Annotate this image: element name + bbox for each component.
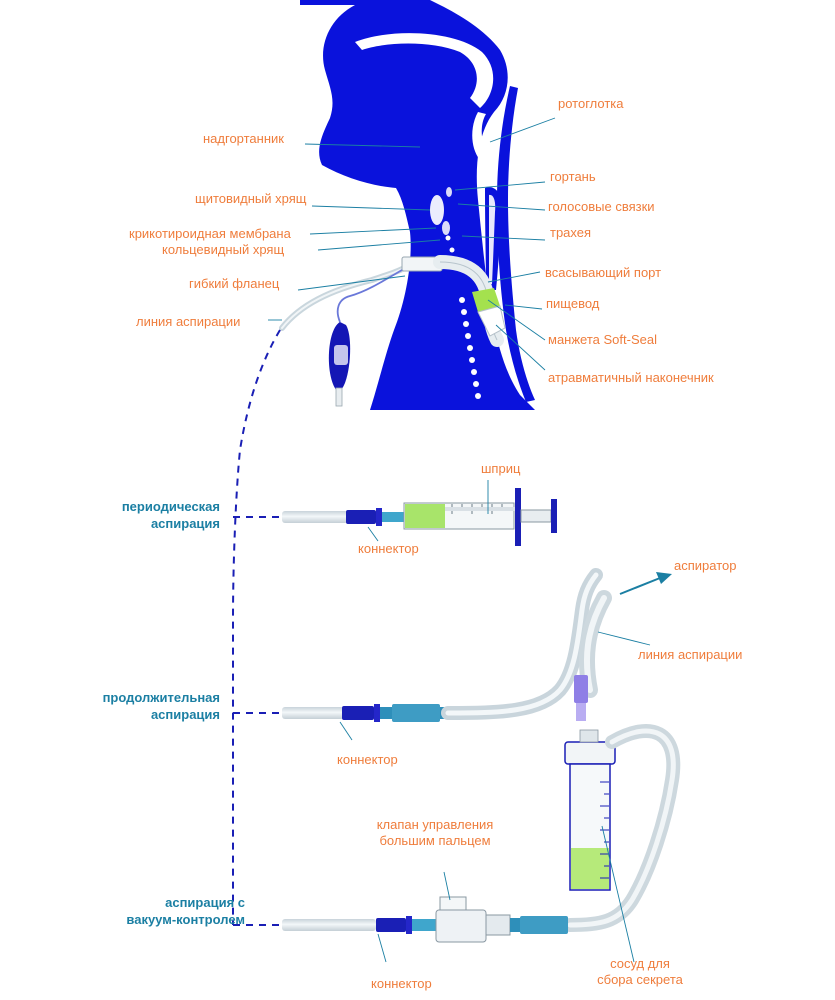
mode-continuous-line1: продолжительная [102, 690, 220, 705]
label-container: сосуд для сбора секрета [590, 956, 690, 988]
label-atraumatic-tip: атравматичный наконечник [548, 370, 714, 385]
mode-periodic-line1: периодическая [121, 499, 220, 514]
label-syringe: шприц [481, 461, 521, 476]
tube-periodic [282, 511, 348, 523]
esophagus-wall [485, 86, 535, 402]
label-esophagus: пищевод [546, 296, 600, 311]
label-thumb-valve-line2: большим пальцем [379, 833, 491, 848]
connector-icon [346, 510, 376, 524]
periodic-assembly [282, 480, 557, 546]
connector-icon [342, 706, 374, 720]
label-cricothyroid-membrane: крикотироидная мембрана [129, 226, 291, 241]
label-suction-port: всасывающий порт [545, 265, 662, 280]
label-connector-periodic: коннектор [358, 541, 419, 556]
vacuum-assembly [282, 871, 568, 963]
label-flexible-flange: гибкий фланец [189, 276, 280, 291]
label-container-line1: сосуд для [610, 956, 670, 971]
tube-vacuum [282, 919, 376, 931]
thumb-valve-icon [435, 909, 487, 943]
label-thumb-valve-line1: клапан управления [376, 817, 494, 832]
label-oropharynx: ротоглотка [558, 96, 624, 111]
label-epiglottis: надгортанник [203, 131, 284, 146]
mode-vacuum-line2: вакуум-контролем [126, 912, 245, 927]
label-connector-vacuum: коннектор [371, 976, 432, 991]
label-cricoid-cartilage: кольцевидный хрящ [162, 242, 285, 257]
label-aspirator: аспиратор [674, 558, 737, 573]
label-connector-continuous: коннектор [337, 752, 398, 767]
connector-icon [376, 918, 406, 932]
aspirator-line [578, 572, 672, 698]
dashed-branches [232, 329, 282, 926]
anatomy-leaders [268, 117, 556, 371]
label-vocal-cords: голосовые связки [548, 199, 655, 214]
label-trachea: трахея [550, 225, 592, 240]
label-larynx: гортань [550, 169, 596, 184]
head-silhouette [300, 0, 535, 410]
tube-continuous [282, 707, 344, 719]
label-suction-line: линия аспирации [136, 314, 241, 329]
label-thumb-valve: клапан управления большим пальцем [360, 817, 510, 849]
mode-continuous: продолжительная аспирация [70, 689, 220, 723]
label-container-line2: сбора секрета [597, 972, 683, 987]
continuous-assembly [282, 568, 603, 741]
label-cuff: манжета Soft-Seal [548, 332, 657, 347]
label-thyroid-cartilage: щитовидный хрящ [195, 191, 307, 206]
mode-periodic: периодическая аспирация [80, 498, 220, 532]
mode-vacuum: аспирация с вакуум-контролем [70, 894, 245, 928]
mode-continuous-line2: аспирация [150, 707, 220, 722]
mode-periodic-line2: аспирация [150, 516, 220, 531]
arrow-icon [656, 572, 672, 584]
collection-container [563, 675, 681, 963]
mode-vacuum-line1: аспирация с [165, 895, 245, 910]
label-suction-line-2: линия аспирации [638, 647, 743, 662]
